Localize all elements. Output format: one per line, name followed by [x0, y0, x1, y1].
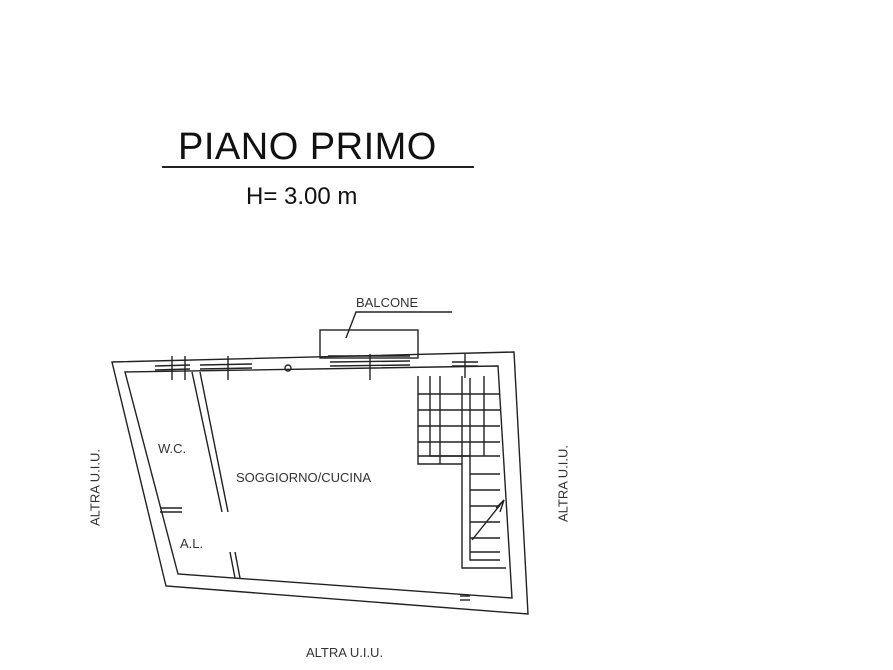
label-al: A.L. [180, 536, 204, 551]
label-altra-uiu-right: ALTRA U.I.U. [555, 444, 571, 523]
title-underline [162, 166, 474, 168]
ceiling-height: H= 3.00 m [246, 183, 358, 210]
page-title: PIANO PRIMO [178, 126, 437, 168]
label-altra-uiu-left: ALTRA U.I.U. [87, 448, 103, 527]
balcone-leader [345, 311, 452, 339]
label-balcone: BALCONE [356, 295, 419, 310]
inner-wall [124, 365, 513, 599]
staircase [417, 376, 506, 569]
wc-partition [191, 371, 223, 513]
label-soggiorno-cucina: SOGGIORNO/CUCINA [236, 470, 372, 485]
label-altra-uiu-bottom: ALTRA U.I.U. [306, 645, 384, 660]
balcony [319, 329, 419, 359]
label-wc: W.C. [158, 441, 187, 456]
top-windows [154, 354, 478, 380]
